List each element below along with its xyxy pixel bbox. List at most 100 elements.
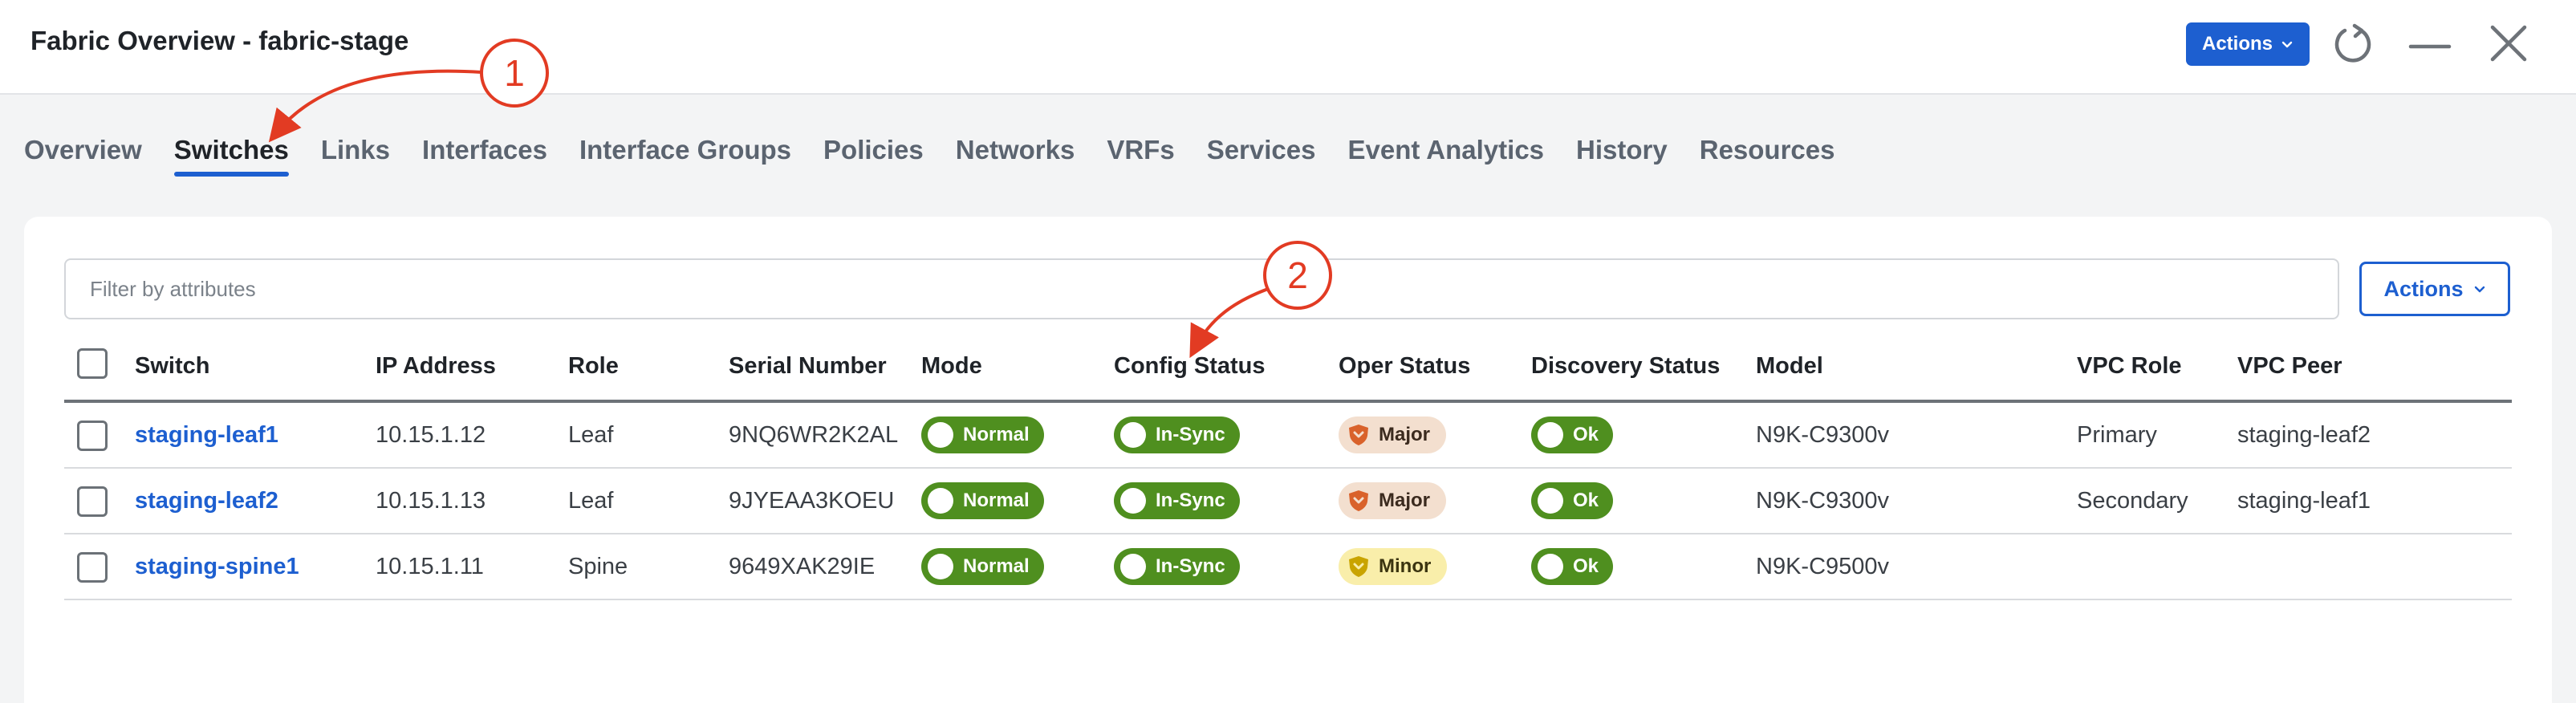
toggle-dot-icon (1120, 422, 1146, 448)
mode-cell: Normal (921, 469, 1044, 533)
discovery-status-text: Ok (1573, 424, 1599, 445)
tab-policies[interactable]: Policies (823, 135, 924, 165)
mode-cell: Normal (921, 403, 1044, 467)
tab-history[interactable]: History (1576, 135, 1668, 165)
tab-links[interactable]: Links (320, 135, 391, 165)
select-all-checkbox[interactable] (77, 348, 108, 379)
row-checkbox[interactable] (77, 486, 108, 517)
column-header-mode[interactable]: Mode (921, 353, 982, 379)
switch-name-link[interactable]: staging-leaf2 (135, 487, 278, 514)
config-status-cell: In-Sync (1114, 403, 1240, 467)
toggle-dot-icon (1538, 554, 1563, 579)
column-header-vpc-peer[interactable]: VPC Peer (2237, 353, 2342, 379)
mode-badge: Normal (921, 548, 1044, 585)
config-status-badge: In-Sync (1114, 548, 1240, 585)
ip-address: 10.15.1.13 (376, 487, 486, 514)
role: Leaf (568, 421, 614, 448)
vpc-role: Secondary (2077, 487, 2188, 514)
tab-interfaces[interactable]: Interfaces (422, 135, 547, 165)
refresh-button[interactable] (2327, 18, 2379, 69)
oper-status-badge: Major (1339, 417, 1447, 453)
toggle-dot-icon (1120, 488, 1146, 514)
close-icon (2490, 25, 2527, 62)
column-header-oper-status[interactable]: Oper Status (1339, 353, 1471, 379)
column-header-ip-address[interactable]: IP Address (376, 353, 496, 379)
table-actions-button[interactable]: Actions (2359, 262, 2510, 316)
toggle-dot-icon (1538, 488, 1563, 514)
mode-badge: Normal (921, 417, 1044, 453)
tab-bar: Overview Switches Links Interfaces Inter… (24, 135, 1835, 186)
table-row[interactable]: staging-leaf2 10.15.1.13 Leaf 9JYEAA3KOE… (64, 469, 2512, 534)
model: N9K-C9500v (1756, 553, 1890, 579)
minimize-icon (2408, 44, 2452, 49)
oper-status-badge: Minor (1339, 548, 1448, 585)
discovery-status-text: Ok (1573, 490, 1599, 511)
vpc-role: Primary (2077, 421, 2157, 448)
tab-switches[interactable]: Switches (173, 135, 289, 177)
table-row[interactable]: staging-spine1 10.15.1.11 Spine 9649XAK2… (64, 534, 2512, 600)
toggle-dot-icon (1120, 554, 1146, 579)
tab-resources[interactable]: Resources (1699, 135, 1835, 165)
minimize-button[interactable] (2404, 18, 2456, 69)
row-checkbox[interactable] (77, 552, 108, 583)
chevron-down-icon (2474, 286, 2485, 293)
column-header-switch[interactable]: Switch (135, 353, 210, 379)
vpc-peer: staging-leaf2 (2237, 421, 2371, 448)
switch-name-link[interactable]: staging-spine1 (135, 553, 299, 579)
tab-services[interactable]: Services (1206, 135, 1316, 165)
toggle-dot-icon (928, 554, 953, 579)
row-checkbox[interactable] (77, 421, 108, 451)
actions-label: Actions (2201, 33, 2273, 55)
chevron-down-icon (2281, 41, 2293, 48)
discovery-status-cell: Ok (1531, 469, 1614, 533)
discovery-status-badge: Ok (1531, 417, 1614, 453)
column-header-role[interactable]: Role (568, 353, 619, 379)
config-status-text: In-Sync (1156, 424, 1225, 445)
toggle-dot-icon (928, 488, 953, 514)
ip-address: 10.15.1.12 (376, 421, 486, 448)
column-header-serial-number[interactable]: Serial Number (729, 353, 887, 379)
role: Leaf (568, 487, 614, 514)
close-button[interactable] (2483, 18, 2534, 69)
switch-name-link[interactable]: staging-leaf1 (135, 421, 278, 448)
oper-status-cell: Major (1339, 403, 1447, 467)
mode-text: Normal (963, 424, 1030, 445)
serial-number: 9649XAK29IE (729, 553, 876, 579)
serial-number: 9NQ6WR2K2AL (729, 421, 899, 448)
toggle-dot-icon (928, 422, 953, 448)
annotation-callout-1: 1 (480, 39, 549, 108)
title-bar: Fabric Overview - fabric-stage Actions (0, 0, 2576, 95)
mode-text: Normal (963, 490, 1030, 511)
oper-status-badge: Major (1339, 482, 1447, 519)
tab-interface-groups[interactable]: Interface Groups (579, 135, 792, 165)
actions-dropdown-button[interactable]: Actions (2186, 22, 2310, 66)
column-header-vpc-role[interactable]: VPC Role (2077, 353, 2182, 379)
tab-event-analytics[interactable]: Event Analytics (1347, 135, 1545, 165)
filter-input[interactable] (64, 258, 2339, 319)
discovery-status-text: Ok (1573, 555, 1599, 577)
refresh-icon (2334, 23, 2371, 63)
column-header-discovery-status[interactable]: Discovery Status (1531, 353, 1721, 379)
tab-networks[interactable]: Networks (955, 135, 1075, 165)
config-status-cell: In-Sync (1114, 469, 1240, 533)
column-header-config-status[interactable]: Config Status (1114, 353, 1266, 379)
config-status-cell: In-Sync (1114, 534, 1240, 599)
oper-status-cell: Minor (1339, 534, 1448, 599)
shield-warning-icon (1349, 490, 1368, 511)
tab-overview[interactable]: Overview (24, 135, 142, 165)
window-title: Fabric Overview - fabric-stage (30, 26, 409, 55)
model: N9K-C9300v (1756, 487, 1890, 514)
discovery-status-cell: Ok (1531, 403, 1614, 467)
table-actions-label: Actions (2383, 276, 2464, 301)
config-status-badge: In-Sync (1114, 417, 1240, 453)
oper-status-text: Minor (1379, 555, 1432, 577)
table-header-row: Switch IP Address Role Serial Number Mod… (64, 337, 2512, 403)
tab-vrfs[interactable]: VRFs (1107, 135, 1175, 165)
table-row[interactable]: staging-leaf1 10.15.1.12 Leaf 9NQ6WR2K2A… (64, 403, 2512, 469)
column-header-model[interactable]: Model (1756, 353, 1823, 379)
oper-status-text: Major (1379, 424, 1431, 445)
toggle-dot-icon (1538, 422, 1563, 448)
config-status-text: In-Sync (1156, 490, 1225, 511)
role: Spine (568, 553, 628, 579)
